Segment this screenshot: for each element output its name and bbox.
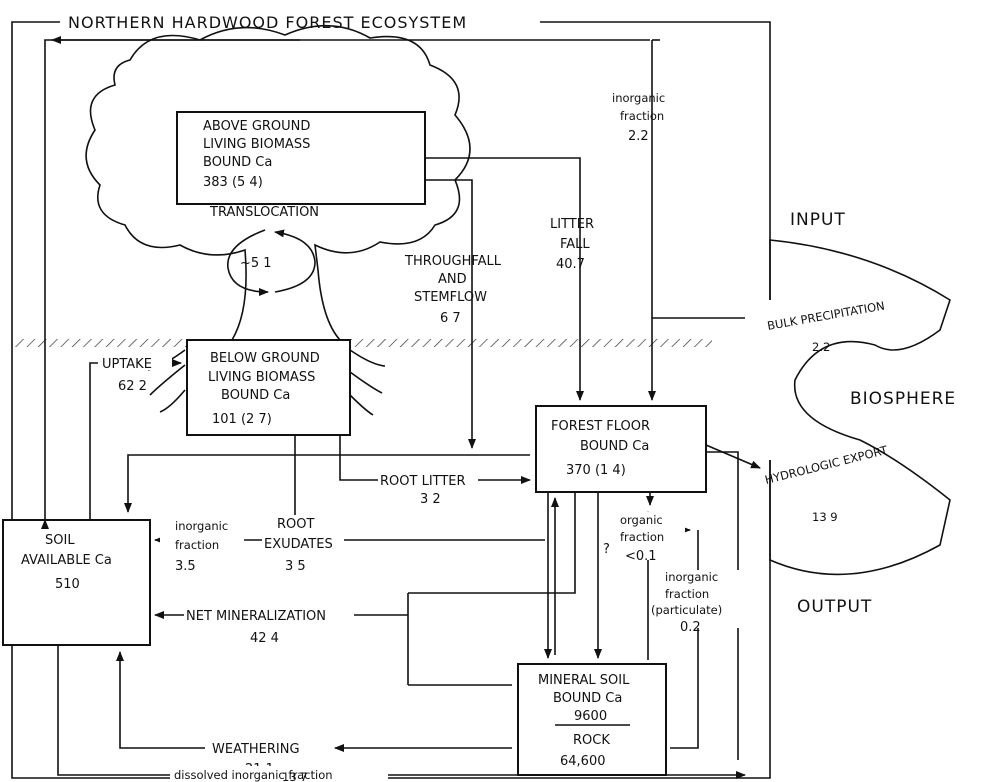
weathering-return-line [120,652,205,748]
inorganic-top-line2: fraction [620,109,664,123]
net-min-label: NET MINERALIZATION [186,609,326,624]
root-exudates-line2: EXUDATES [264,537,333,552]
root-litter-value: 3 2 [420,492,441,507]
hydrologic-export-value: 13 9 [812,510,838,524]
throughfall-line2: AND [438,272,467,287]
below-ground-value: 101 (2 7) [212,412,272,427]
dissolved-value: 13 7 [282,770,308,782]
question-mark: ? [603,542,610,557]
export-arrow [706,445,760,468]
output-label: OUTPUT [797,597,872,617]
above-ground-line1: ABOVE GROUND [203,119,310,134]
particulate-value: 0.2 [680,620,701,635]
soil-available-line2: AVAILABLE Ca [21,553,112,568]
organic-fraction-value: <0.1 [625,549,657,564]
below-ground-line1: BELOW GROUND [210,351,320,366]
inorganic-top-line1: inorganic [612,91,665,105]
root-exudates-value: 3 5 [285,559,306,574]
mineral-soil-line2: BOUND Ca [553,691,622,706]
above-ground-line2: LIVING BIOMASS [203,137,310,152]
inorganic-left-value: 3.5 [175,559,196,574]
litter-fall-line1: LITTER [550,217,594,232]
forest-floor-value: 370 (1 4) [566,463,626,478]
net-min-value: 42 4 [250,631,279,646]
throughfall-line3: STEMFLOW [414,290,487,305]
above-ground-value: 383 (5 4) [203,175,263,190]
particulate-line2: fraction [665,587,709,601]
translocation-loop-right [275,232,315,292]
biosphere-label: BIOSPHERE [850,389,956,409]
translocation-label: TRANSLOCATION [209,205,319,220]
soil-available-line1: SOIL [45,533,75,548]
particulate-line [670,530,698,748]
litter-fall-value: 40.7 [556,257,585,272]
organic-fraction-line1: organic [620,513,663,527]
weathering-label: WEATHERING [212,742,300,757]
inorganic-top-value: 2.2 [628,129,649,144]
ground-surface [12,339,712,347]
rock-label: ROCK [573,733,610,748]
root-exudates-line1: ROOT [277,517,314,532]
dissolved-label: dissolved inorganic fraction [174,768,333,782]
forest-floor-line2: BOUND Ca [580,439,649,454]
below-ground-line2: LIVING BIOMASS [208,370,315,385]
bulk-precipitation-label: BULK PRECIPITATION [766,298,886,332]
particulate-line3: (particulate) [651,603,722,617]
below-ground-line3: BOUND Ca [221,388,290,403]
root-litter-label: ROOT LITTER [380,474,466,489]
uptake-value: 62 2 [118,379,147,394]
throughfall-line1: THROUGHFALL [404,254,502,269]
hydrologic-export-label: HYDROLOGIC EXPORT [763,443,890,487]
mineral-soil-line1: MINERAL SOIL [538,673,630,688]
inorganic-left-line2: fraction [175,538,219,552]
net-min-bracket [408,492,575,685]
input-label: INPUT [790,210,846,230]
forest-floor-line1: FOREST FLOOR [551,419,650,434]
soil-available-value: 510 [55,577,80,592]
translocation-value: ~5 1 [240,256,272,271]
above-ground-line3: BOUND Ca [203,155,272,170]
bulk-precipitation-value: 2.2 [812,340,830,354]
organic-fraction-line2: fraction [620,530,664,544]
particulate-line1: inorganic [665,570,718,584]
mineral-soil-value: 9600 [574,709,607,724]
rock-value: 64,600 [560,754,606,769]
litter-fall-line2: FALL [560,237,590,252]
uptake-label: UPTAKE [102,357,152,372]
throughfall-value: 6 7 [440,311,461,326]
inorganic-left-line1: inorganic [175,519,228,533]
